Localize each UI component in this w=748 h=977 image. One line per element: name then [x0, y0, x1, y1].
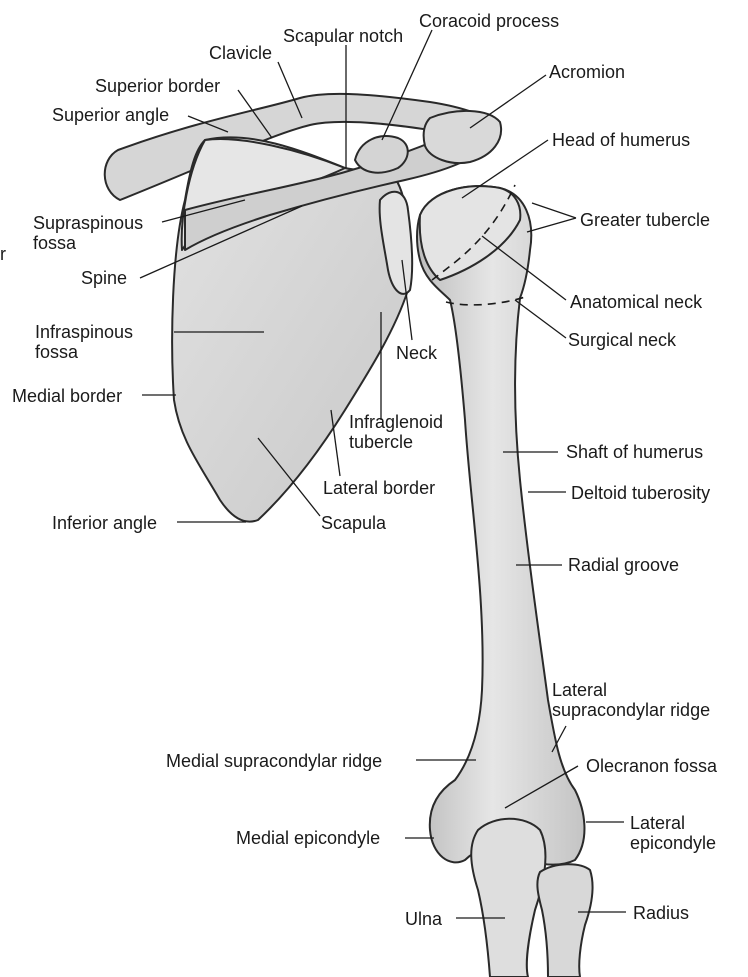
label-clavicle: Clavicle — [209, 43, 272, 63]
label-olecranon-fossa: Olecranon fossa — [586, 756, 717, 776]
leader-greater-tubercle-a — [532, 203, 576, 218]
label-spine: Spine — [81, 268, 127, 288]
label-infraglenoid-tubercle: Infraglenoid tubercle — [349, 412, 443, 452]
label-superior-angle: Superior angle — [52, 105, 169, 125]
label-medial-epicondyle: Medial epicondyle — [236, 828, 380, 848]
label-medial-supracondylar-ridge: Medial supracondylar ridge — [166, 751, 382, 771]
label-deltoid-tuberosity: Deltoid tuberosity — [571, 483, 710, 503]
label-ulna: Ulna — [405, 909, 442, 929]
label-medial-border: Medial border — [12, 386, 122, 406]
coracoid-bone — [355, 136, 408, 173]
label-shaft-of-humerus: Shaft of humerus — [566, 442, 703, 462]
label-scapula: Scapula — [321, 513, 386, 533]
label-anatomical-neck: Anatomical neck — [570, 292, 702, 312]
leader-surgical-neck — [515, 300, 566, 338]
label-supraspinous-fossa: Supraspinous fossa — [33, 213, 143, 253]
label-scapular-notch: Scapular notch — [283, 26, 403, 46]
label-head-of-humerus: Head of humerus — [552, 130, 690, 150]
label-lateral-epicondyle: Lateral epicondyle — [630, 813, 716, 853]
label-radial-groove: Radial groove — [568, 555, 679, 575]
humerus-bone — [417, 186, 584, 864]
label-surgical-neck: Surgical neck — [568, 330, 676, 350]
label-greater-tubercle: Greater tubercle — [580, 210, 710, 230]
ulna-bone — [471, 819, 545, 977]
label-radius: Radius — [633, 903, 689, 923]
label-neck: Neck — [396, 343, 437, 363]
label-acromion: Acromion — [549, 62, 625, 82]
label-coracoid-process: Coracoid process — [419, 11, 559, 31]
label-lateral-border: Lateral border — [323, 478, 435, 498]
label-inferior-angle: Inferior angle — [52, 513, 157, 533]
leader-greater-tubercle-b — [527, 218, 576, 232]
label-lateral-supracondylar-ridge: Lateral supracondylar ridge — [552, 680, 710, 720]
leader-acromion — [470, 75, 546, 128]
label-superior-border: Superior border — [95, 76, 220, 96]
label-cropped-margin-letter: r — [0, 244, 6, 264]
acromion-bone — [424, 111, 501, 163]
label-infraspinous-fossa: Infraspinous fossa — [35, 322, 133, 362]
radius-bone — [537, 864, 592, 977]
